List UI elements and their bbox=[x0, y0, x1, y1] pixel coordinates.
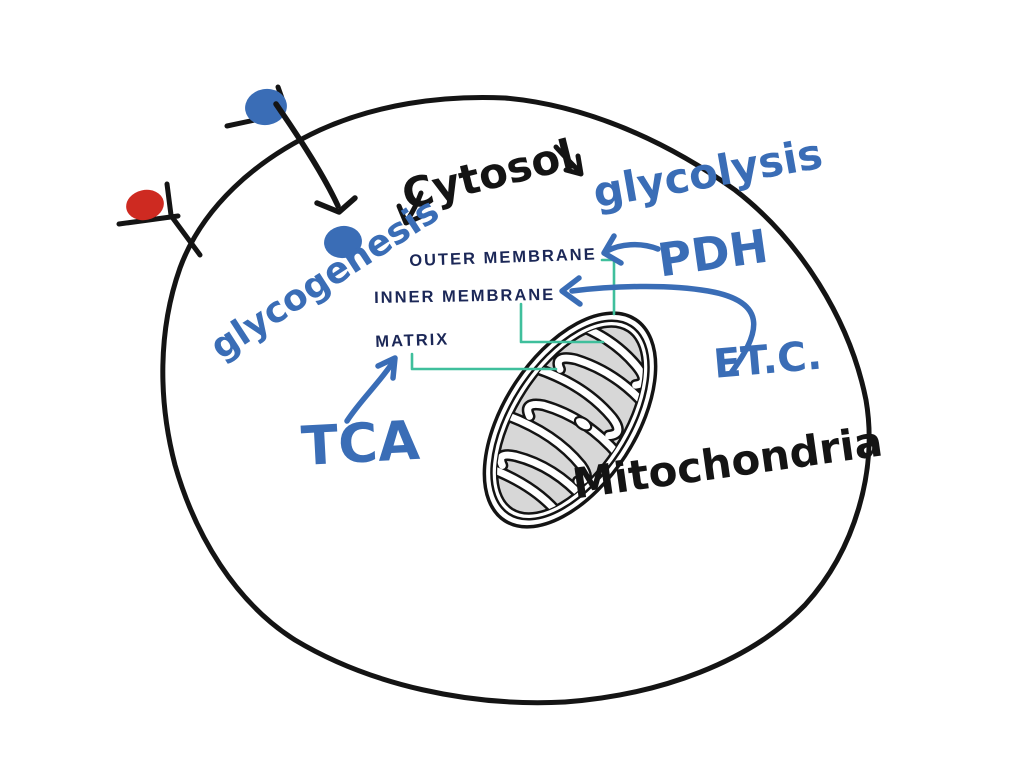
arrowhead bbox=[314, 195, 358, 215]
etc-arrow bbox=[559, 275, 757, 376]
arrowhead bbox=[375, 355, 398, 381]
glucose-molecule-inside-icon bbox=[324, 225, 362, 259]
pdh-arrow bbox=[601, 233, 661, 266]
matrix-connector bbox=[410, 352, 558, 371]
cell-membrane-outline bbox=[160, 95, 872, 706]
cytosol-left-arrow bbox=[396, 190, 424, 226]
arrowhead bbox=[601, 233, 624, 266]
arrowhead bbox=[396, 203, 423, 226]
tca-label: TCA bbox=[299, 408, 422, 478]
ligand-molecule-icon bbox=[126, 189, 164, 221]
receptor-tick bbox=[164, 181, 174, 218]
pdh-label: PDH bbox=[654, 218, 772, 288]
glucose-receptor bbox=[224, 84, 287, 129]
glucose-molecule-icon bbox=[245, 88, 287, 126]
arrowhead bbox=[563, 153, 584, 177]
cytosol-right-arrow bbox=[553, 144, 584, 177]
mitochondria-cristae bbox=[479, 313, 655, 518]
inner-membrane-label: INNER MEMBRANE bbox=[373, 285, 556, 307]
receptor-whisker bbox=[116, 213, 181, 227]
arrowhead bbox=[559, 275, 583, 307]
glucose-entry-arrow bbox=[273, 101, 358, 215]
receptor-stem bbox=[169, 214, 203, 258]
ligand-receptor bbox=[116, 181, 203, 258]
tca-arrow bbox=[344, 355, 398, 424]
cristae-small-oval bbox=[573, 415, 593, 432]
inner-membrane-connector bbox=[519, 302, 605, 344]
matrix-label: MATRIX bbox=[374, 330, 450, 351]
mitochondria-illustration bbox=[479, 311, 658, 529]
etc-label: ET.C. bbox=[711, 332, 824, 388]
